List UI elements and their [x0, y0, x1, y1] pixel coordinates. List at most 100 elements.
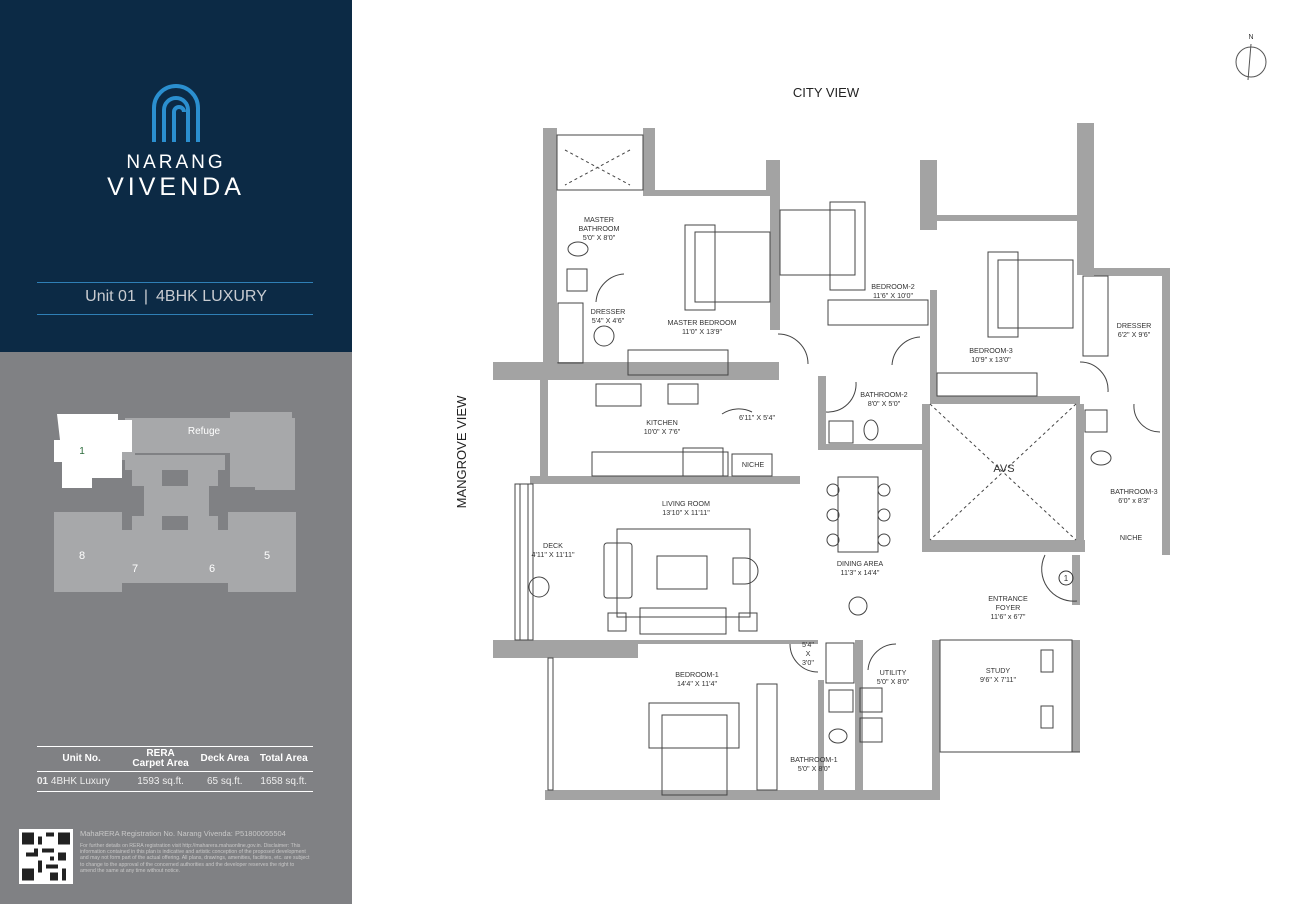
room-name: NICHE	[1120, 533, 1143, 542]
rera-registration: MahaRERA Registration No. Narang Vivenda…	[80, 829, 286, 838]
key-plan-unit-6: 6	[209, 563, 215, 575]
key-plan-unit-5: 5	[264, 550, 270, 562]
room-name: NICHE	[742, 460, 765, 469]
room-avs: AVS	[993, 463, 1014, 475]
room-dimensions: 11'0" X 13'9"	[682, 327, 723, 336]
disclaimer: For further details on RERA registration…	[80, 843, 310, 874]
room-name: DRESSER	[1117, 321, 1152, 330]
key-plan-unit-7: 7	[132, 563, 138, 575]
room-bathroom-2: BATHROOM-28'0" X 5'0"	[860, 390, 907, 408]
unit-title: Unit 01 | 4BHK LUXURY	[0, 288, 352, 306]
room-name: DECK	[543, 541, 563, 550]
room-dimensions: 5'0" X 8'0"	[798, 764, 831, 773]
outlines	[514, 134, 1161, 796]
room-name: BATHROOM-2	[860, 390, 907, 399]
cell-unit: 01 4BHK Luxury	[37, 771, 127, 792]
room-bedroom-3: BEDROOM-310'9" x 13'0"	[969, 346, 1013, 364]
brand-name-line1: NARANG	[126, 152, 226, 173]
north-compass-icon	[1235, 43, 1267, 81]
col-deck-area: Deck Area	[195, 746, 255, 772]
room-dimensions: 5'4" X 4'6"	[592, 316, 625, 325]
north-label: N	[1248, 34, 1253, 41]
qr-code[interactable]	[19, 829, 73, 884]
room-dimensions: 11'3" x 14'4"	[841, 568, 880, 577]
unit-number: Unit 01	[85, 288, 136, 305]
divider	[37, 282, 313, 283]
room-dimensions: 3'0"	[802, 658, 814, 667]
room-name: X	[806, 649, 811, 658]
room-name: DINING AREA	[837, 559, 884, 568]
room-name: MASTER	[584, 215, 614, 224]
room-dimensions: 5'0" X 8'0"	[583, 233, 616, 242]
room-name: BEDROOM-1	[675, 670, 719, 679]
divider	[37, 314, 313, 315]
cell-total: 1658 sq.ft.	[254, 771, 313, 792]
room-niche-kitchen: NICHE	[742, 460, 765, 469]
room-passage-bedroom-1: 5'4"X3'0"	[802, 640, 814, 667]
table-row: 01 4BHK Luxury 1593 sq.ft. 65 sq.ft. 165…	[37, 771, 313, 792]
key-plan: Refuge 1 5 6 7 8	[54, 412, 296, 592]
unit-no: 01	[37, 776, 49, 787]
room-name: 5'4"	[802, 640, 814, 649]
unit-separator: |	[143, 288, 148, 305]
entrance-door-marker	[1058, 570, 1074, 586]
room-dimensions: 6'2" X 9'6"	[1118, 330, 1151, 339]
key-plan-unit-1-highlight	[54, 414, 132, 488]
cell-carpet: 1593 sq.ft.	[126, 771, 196, 792]
room-name: BEDROOM-3	[969, 346, 1013, 355]
qr-code-icon	[22, 832, 70, 881]
rera-line1: RERA	[146, 748, 175, 759]
mangrove-view-label: MANGROVE VIEW	[454, 395, 469, 508]
key-plan-refuge: Refuge	[188, 426, 221, 437]
unit-type: 4BHK Luxury	[50, 776, 110, 787]
room-dimensions: 5'0" X 8'0"	[877, 677, 910, 686]
room-name: BATHROOM-1	[790, 755, 837, 764]
brand-panel: NARANG VIVENDA Unit 01 | 4BHK LUXURY	[0, 0, 352, 352]
room-dimensions: 14'4" X 11'4"	[677, 679, 718, 688]
key-plan-unit-1: 1	[79, 446, 85, 457]
room-bathroom-1: BATHROOM-15'0" X 8'0"	[790, 755, 837, 773]
room-dimensions: 9'6" X 7'11"	[980, 675, 1017, 684]
unit-type: 4BHK LUXURY	[156, 288, 267, 305]
room-dimensions: 6'0" x 8'3"	[1118, 496, 1150, 505]
room-bedroom-2: BEDROOM-211'6" X 10'0"	[871, 282, 915, 300]
room-name: BEDROOM-2	[871, 282, 915, 291]
brand-name-line2: VIVENDA	[107, 173, 245, 201]
city-view-label: CITY VIEW	[793, 85, 860, 100]
room-name: AVS	[993, 463, 1014, 475]
room-name: LIVING ROOM	[662, 499, 710, 508]
col-total-area: Total Area	[254, 746, 313, 772]
room-dimensions: 10'0" X 7'6"	[644, 427, 681, 436]
cell-deck: 65 sq.ft.	[195, 771, 255, 792]
room-name: BATHROOM-3	[1110, 487, 1157, 496]
entrance-marker-label: 1	[1064, 574, 1069, 583]
room-name: BATHROOM	[579, 224, 620, 233]
room-name: DRESSER	[591, 307, 626, 316]
room-bathroom-3: BATHROOM-36'0" x 8'3"	[1110, 487, 1157, 505]
room-bedroom-1: BEDROOM-114'4" X 11'4"	[675, 670, 719, 688]
floor-plan: N CITY VIEW MANGROVE VIEW	[454, 34, 1267, 800]
room-dimensions: 10'9" x 13'0"	[971, 355, 1011, 364]
room-niche-bathroom-3: NICHE	[1120, 533, 1143, 542]
col-unit-no: Unit No.	[37, 746, 127, 772]
room-name: KITCHEN	[646, 418, 678, 427]
room-dimensions: 4'11" X 11'11"	[531, 550, 574, 559]
walls	[493, 123, 1170, 800]
rera-line2: Carpet Area	[132, 758, 189, 769]
key-plan-unit-8: 8	[79, 550, 85, 562]
room-name: ENTRANCE	[988, 594, 1028, 603]
room-name: STUDY	[986, 666, 1011, 675]
